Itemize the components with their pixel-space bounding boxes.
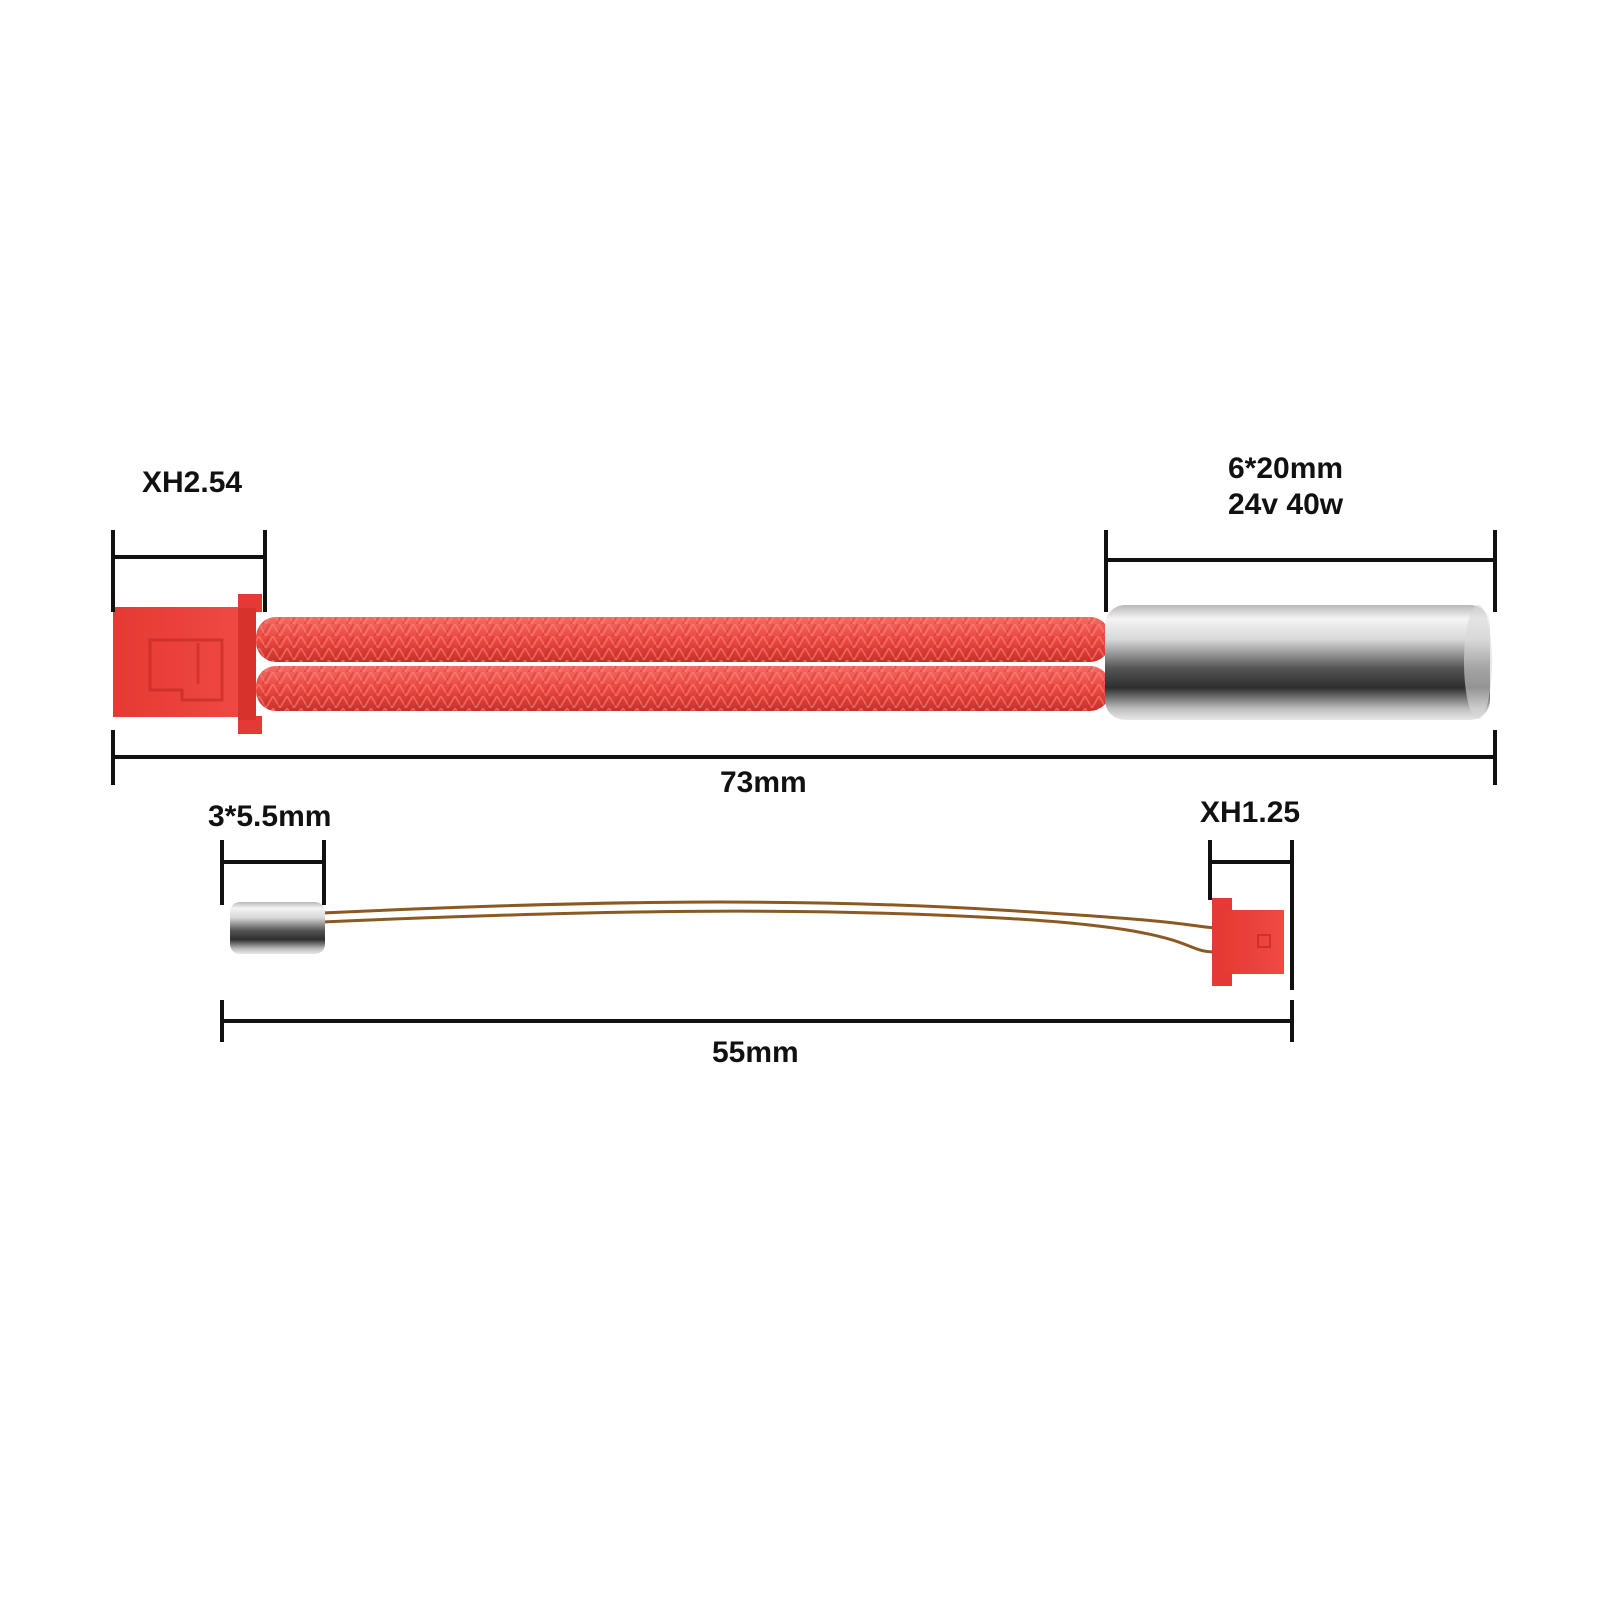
- heater-xh254-connector: [113, 594, 262, 734]
- heater-length-dimension-line: [111, 730, 1497, 785]
- xh254-label: XH2.54: [142, 466, 243, 499]
- thermistor-bead: [230, 902, 325, 954]
- heater-power-label: 24v 40w: [1228, 488, 1344, 521]
- heater-sleeved-wires: [256, 617, 1110, 711]
- bead-size-label: 3*5.5mm: [208, 800, 332, 833]
- heater-size-label: 6*20mm: [1228, 452, 1344, 485]
- thermistor-xh125-connector: [1212, 898, 1284, 986]
- thermistor: [220, 840, 1294, 1042]
- xh125-dimension-line: [1208, 840, 1294, 990]
- thermistor-wires: [321, 900, 1216, 954]
- heater-length-label: 73mm: [720, 766, 807, 799]
- xh125-label: XH1.25: [1200, 796, 1301, 829]
- thermistor-length-dimension-line: [220, 1000, 1294, 1042]
- heater-cartridge-body: [1105, 605, 1492, 720]
- bead-size-dimension-line: [220, 840, 326, 905]
- xh254-dimension-line: [111, 530, 267, 612]
- heater-cartridge: [111, 530, 1497, 785]
- heater-size-dimension-line: [1104, 530, 1497, 612]
- thermistor-length-label: 55mm: [712, 1036, 799, 1069]
